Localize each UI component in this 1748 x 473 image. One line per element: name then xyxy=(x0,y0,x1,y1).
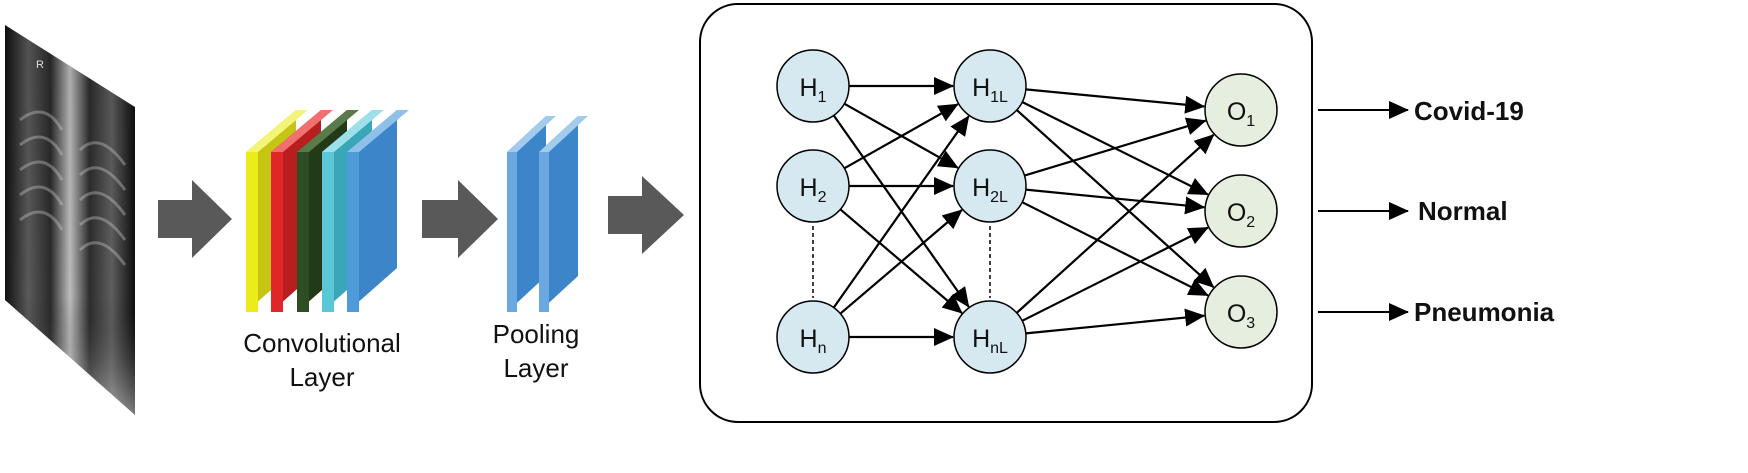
class-label-covid: Covid-19 xyxy=(1414,96,1524,126)
hidden-layer-2: H1L H2L HnL xyxy=(953,49,1027,374)
edge-hl0-o0 xyxy=(1025,88,1206,114)
class-output-arrows xyxy=(1318,101,1409,321)
node-h2-sub: 2 xyxy=(818,189,827,206)
node-h2: H2 xyxy=(776,149,850,223)
edge-hl1-o1 xyxy=(1025,188,1206,215)
node-hnl-base: H xyxy=(972,325,990,353)
node-h1: H1 xyxy=(776,49,850,123)
svg-text:H1L: H1L xyxy=(972,74,1008,106)
node-o2: O2 xyxy=(1204,174,1278,248)
convolutional-layer-stack xyxy=(246,110,409,312)
gray-arrow-1 xyxy=(158,180,232,258)
svg-text:O1: O1 xyxy=(1227,98,1255,130)
svg-text:O3: O3 xyxy=(1227,300,1255,332)
node-o3-base: O xyxy=(1227,300,1246,328)
node-h2l: H2L xyxy=(953,149,1027,223)
node-o3: O3 xyxy=(1204,275,1278,349)
node-o2-sub: 2 xyxy=(1246,214,1255,231)
edge-hl1-o2 xyxy=(1021,201,1209,297)
edge-hl1-o0 xyxy=(1024,117,1207,177)
edge-h2-hl0 xyxy=(832,115,970,309)
node-h1-sub: 1 xyxy=(818,89,827,106)
edge-hl2-o0 xyxy=(1015,133,1215,314)
gray-arrow-2 xyxy=(422,180,498,258)
gray-arrow-3 xyxy=(608,176,684,254)
node-o1: O1 xyxy=(1204,73,1278,147)
svg-text:H2L: H2L xyxy=(972,174,1008,206)
pool-feature-map-2 xyxy=(539,116,588,312)
node-o3-sub: 3 xyxy=(1246,315,1255,332)
edge-hl2-o2 xyxy=(1025,308,1206,335)
node-hn-base: H xyxy=(800,325,818,353)
svg-text:H1: H1 xyxy=(800,74,827,106)
edge-h1-hl0 xyxy=(843,103,959,170)
node-o1-base: O xyxy=(1227,98,1246,126)
edge-h2-hl1 xyxy=(839,209,963,315)
svg-text:H2: H2 xyxy=(800,174,827,206)
class-label-pneumonia: Pneumonia xyxy=(1414,297,1555,327)
svg-text:HnL: HnL xyxy=(972,325,1008,357)
node-h1l-sub: 1L xyxy=(990,89,1008,106)
conv-label-line2: Layer xyxy=(289,362,354,392)
conv-label-line1: Convolutional xyxy=(243,328,401,358)
hidden-layer-1: H1 H2 Hn xyxy=(776,49,850,374)
node-hnl: HnL xyxy=(953,300,1027,374)
node-h2l-base: H xyxy=(972,174,990,202)
node-h1l-base: H xyxy=(972,74,990,102)
conv-feature-map-blue xyxy=(347,110,409,312)
node-h2l-sub: 2L xyxy=(990,189,1008,206)
pool-feature-map-1 xyxy=(507,116,556,312)
xray-image: R xyxy=(5,25,135,415)
node-h1-base: H xyxy=(800,74,818,102)
pooling-layer-stack xyxy=(507,116,588,312)
output-layer: O1 O2 O3 xyxy=(1204,73,1278,349)
node-hn: Hn xyxy=(776,300,850,374)
node-h2-base: H xyxy=(800,174,818,202)
svg-text:O2: O2 xyxy=(1227,199,1255,231)
node-hnl-sub: nL xyxy=(990,340,1008,357)
pool-label-line2: Layer xyxy=(503,353,568,383)
pool-label-line1: Pooling xyxy=(493,319,580,349)
node-o2-base: O xyxy=(1227,199,1246,227)
node-o1-sub: 1 xyxy=(1246,113,1255,130)
node-h1l: H1L xyxy=(953,49,1027,123)
svg-text:Hn: Hn xyxy=(800,325,827,357)
flow-arrows xyxy=(158,176,684,258)
node-hn-sub: n xyxy=(818,340,827,357)
edge-hl2-o1 xyxy=(1021,226,1209,322)
fc-connections xyxy=(832,77,1215,346)
xray-marker-text: R xyxy=(36,59,44,71)
class-label-normal: Normal xyxy=(1418,196,1508,226)
